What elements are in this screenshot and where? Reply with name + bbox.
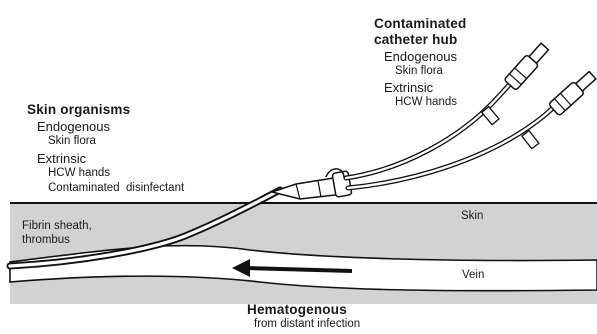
hematogenous-subtitle: from distant infection [254, 319, 360, 331]
connector-1 [504, 41, 551, 90]
hub-extrinsic: Extrinsic [384, 81, 433, 94]
skin-organisms-title: Skin organisms [27, 103, 130, 117]
hub-hcw-hands: HCW hands [395, 97, 457, 109]
skin-layer-label: Skin [461, 211, 483, 223]
skin-skin-flora: Skin flora [48, 136, 96, 148]
skin-endogenous: Endogenous [37, 120, 110, 133]
extension-tube-1 [346, 62, 530, 178]
hub-skin-flora: Skin flora [395, 66, 443, 78]
fibrin-sheath-label-line1: Fibrin sheath, [22, 221, 92, 233]
catheter-hub [272, 169, 352, 199]
extension-tube-2 [348, 88, 575, 188]
hub-title-line2: catheter hub [374, 33, 457, 47]
hub-endogenous: Endogenous [384, 50, 457, 63]
skin-contaminated-disinfectant: Contaminated disinfectant [48, 183, 184, 195]
skin-hcw-hands: HCW hands [48, 168, 110, 180]
hematogenous-title: Hematogenous [247, 303, 347, 317]
connector-2 [548, 69, 597, 116]
fibrin-sheath-label-line2: thrombus [22, 235, 70, 247]
hub-title-line1: Contaminated [374, 17, 466, 31]
tube-clamp-2 [522, 131, 539, 149]
skin-extrinsic: Extrinsic [37, 152, 86, 165]
vein-label: Vein [462, 270, 484, 282]
